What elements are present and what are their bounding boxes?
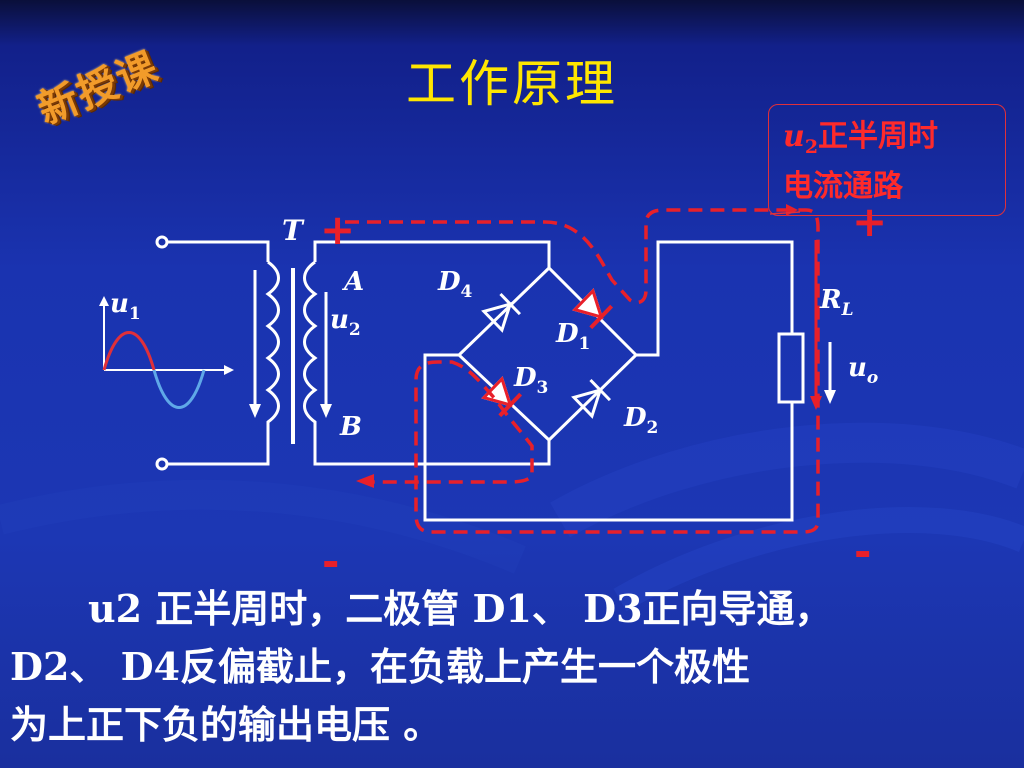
callout-text-1: 正半周时: [818, 119, 939, 154]
load-resistor: [777, 332, 805, 404]
plus-top-right: +: [852, 197, 887, 246]
waveform-negative-half: [152, 369, 206, 409]
current-path-callout: u2正半周时 电流通路: [768, 104, 1006, 216]
label-A: A: [341, 267, 364, 297]
label-D2: D2: [623, 403, 658, 438]
input-waveform: [99, 296, 234, 409]
diode-d4: [481, 292, 521, 333]
callout-pointer: [769, 211, 801, 215]
caption-line-2: D2、 D4反偏截止，在负载上产生一个极性: [10, 644, 751, 689]
input-terminal-bottom: [155, 457, 169, 471]
circuit-wires: [155, 235, 805, 522]
minus-bottom-left: -: [322, 537, 339, 586]
primary-winding: [265, 260, 280, 442]
secondary-winding: [303, 260, 318, 442]
label-uo: uo: [848, 353, 878, 388]
plus-top-left: +: [320, 205, 355, 254]
caption-line-1: u2 正半周时，二极管 D1、 D3正向导通，: [88, 586, 833, 631]
callout-line-1: u2正半周时: [783, 117, 1005, 167]
minus-bottom-right: -: [854, 527, 871, 576]
waveform-positive-half: [102, 331, 156, 371]
explanation-text: u2 正半周时，二极管 D1、 D3正向导通， D2、 D4反偏截止，在负载上产…: [10, 580, 1010, 754]
diode-d1: [572, 288, 614, 330]
label-u1: u1: [110, 289, 141, 324]
caption-line-3: 为上正下负的输出电压 。: [10, 702, 442, 747]
diode-d2: [571, 378, 611, 419]
callout-text-2: 电流通路: [783, 169, 903, 204]
label-B: B: [339, 412, 362, 442]
current-path-arrowhead: [356, 474, 374, 488]
input-terminal-top: [155, 235, 169, 249]
label-u2: u2: [330, 305, 361, 340]
output-voltage-arrow: [810, 240, 836, 410]
label-D3: D3: [513, 363, 548, 398]
page-title: 工作原理: [406, 55, 618, 113]
label-D4: D4: [437, 267, 473, 302]
current-path-arrowhead-right: [786, 204, 798, 216]
label-RL: RL: [819, 285, 854, 320]
callout-sub: 2: [804, 136, 819, 158]
bridge-diamond: [456, 265, 639, 443]
label-T: T: [282, 214, 305, 247]
label-D1: D1: [555, 319, 590, 354]
current-path: [345, 208, 820, 534]
callout-var: u: [783, 119, 805, 154]
